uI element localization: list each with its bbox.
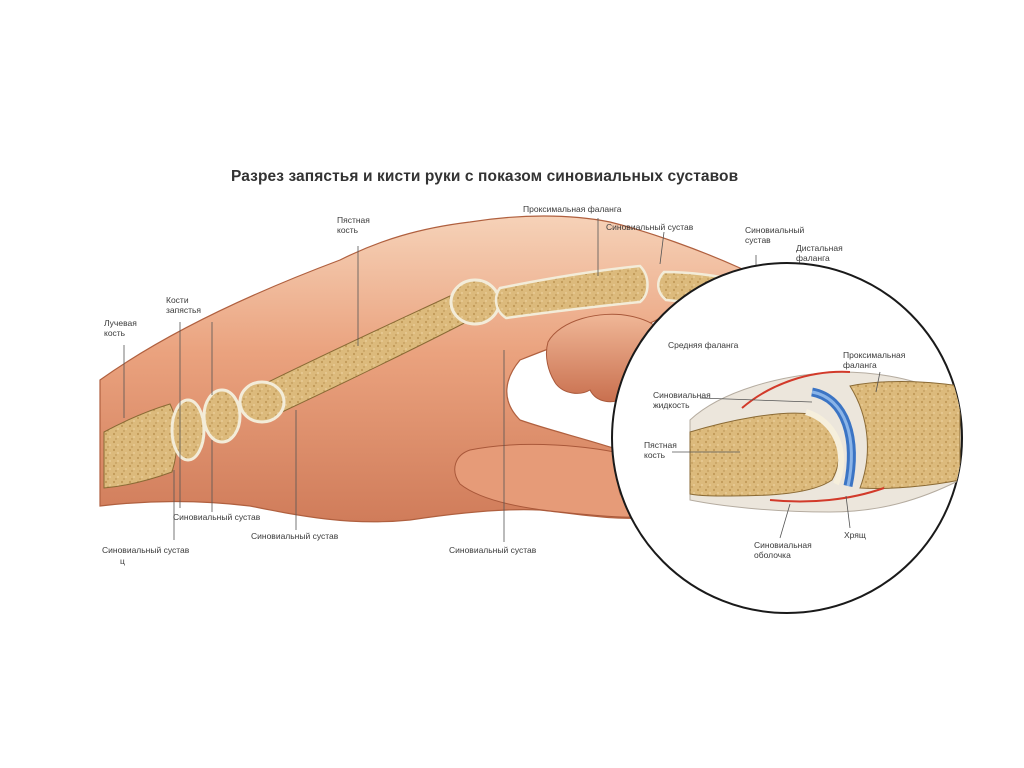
carpal-bone-1 — [170, 398, 206, 462]
metacarpal-base — [238, 380, 286, 424]
inset-joint-detail — [611, 262, 963, 614]
label-synovial-joint-4: Синовиальный сустав — [449, 545, 537, 555]
label-proximal-phalanx: Проксимальная фаланга — [523, 204, 622, 214]
inset-label-cartilage: Хрящ — [844, 530, 866, 540]
leader-lines — [123, 218, 801, 542]
label-synovial-joint-1: Синовиальный сустав — [173, 512, 261, 522]
carpal-bone-2 — [202, 388, 242, 444]
label-joint-note: ц — [120, 556, 125, 566]
label-synovial-joint-2: Синовиальный сустав — [251, 531, 339, 541]
label-synovial-joint-3: Синовиальный сустав — [102, 545, 190, 555]
label-synovial-joint-top: Синовиальный сустав — [606, 222, 694, 232]
diagram-title: Разрез запястья и кисти руки с показом с… — [231, 168, 739, 185]
proximal-phalanx-bone — [494, 264, 649, 320]
label-middle-phalanx: Средняя фаланга — [668, 340, 739, 350]
metacarpal-head — [449, 278, 501, 326]
